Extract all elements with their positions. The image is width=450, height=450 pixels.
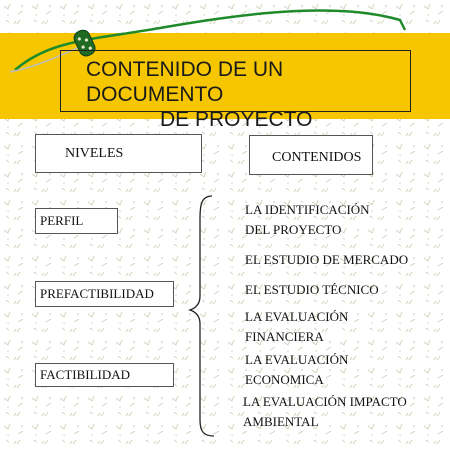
contenido-line-1: LA EVALUACIÓN IMPACTO xyxy=(243,394,407,409)
title-line-1: CONTENIDO DE UN DOCUMENTO xyxy=(86,58,284,106)
contenido-line-2: FINANCIERA xyxy=(245,329,324,344)
contenido-line-2: ECONOMICA xyxy=(245,372,324,387)
contenidos-header: CONTENIDOS xyxy=(249,135,373,175)
contenido-line-2: DEL PROYECTO xyxy=(245,222,342,237)
niveles-header: NIVELES xyxy=(35,134,202,173)
contenido-line-1: EL ESTUDIO DE MERCADO xyxy=(245,252,409,267)
title-frame xyxy=(60,50,411,112)
contenido-line-2: AMBIENTAL xyxy=(243,414,319,429)
contenido-item: EL ESTUDIO DE MERCADO xyxy=(245,250,408,270)
contenido-line-1: EL ESTUDIO TÉCNICO xyxy=(245,282,379,297)
page-title: CONTENIDO DE UN DOCUMENTO DE PROYECTO xyxy=(60,57,411,132)
contenido-item: LA EVALUACIÓN ECONOMICA xyxy=(245,350,348,390)
nivel-label: PERFIL xyxy=(40,213,84,228)
contenido-item: LA EVALUACIÓN FINANCIERA xyxy=(245,307,348,347)
contenido-item: EL ESTUDIO TÉCNICO xyxy=(245,280,379,300)
title-line-2: DE PROYECTO xyxy=(160,108,313,131)
niveles-header-label: NIVELES xyxy=(65,145,124,161)
contenido-line-1: LA EVALUACIÓN xyxy=(245,309,349,324)
contenido-line-1: LA IDENTIFICACIÓN xyxy=(245,202,370,217)
nivel-label: PREFACTIBILIDAD xyxy=(40,286,154,301)
contenido-line-1: LA EVALUACIÓN xyxy=(245,352,349,367)
contenido-item: LA IDENTIFICACIÓN DEL PROYECTO xyxy=(245,200,370,240)
contenido-item: LA EVALUACIÓN IMPACTO AMBIENTAL xyxy=(243,392,407,432)
contenidos-header-label: CONTENIDOS xyxy=(272,150,362,165)
nivel-perfil: PERFIL xyxy=(35,208,118,234)
nivel-label: FACTIBILIDAD xyxy=(40,367,131,382)
nivel-prefactibilidad: PREFACTIBILIDAD xyxy=(35,281,174,307)
nivel-factibilidad: FACTIBILIDAD xyxy=(35,363,174,387)
